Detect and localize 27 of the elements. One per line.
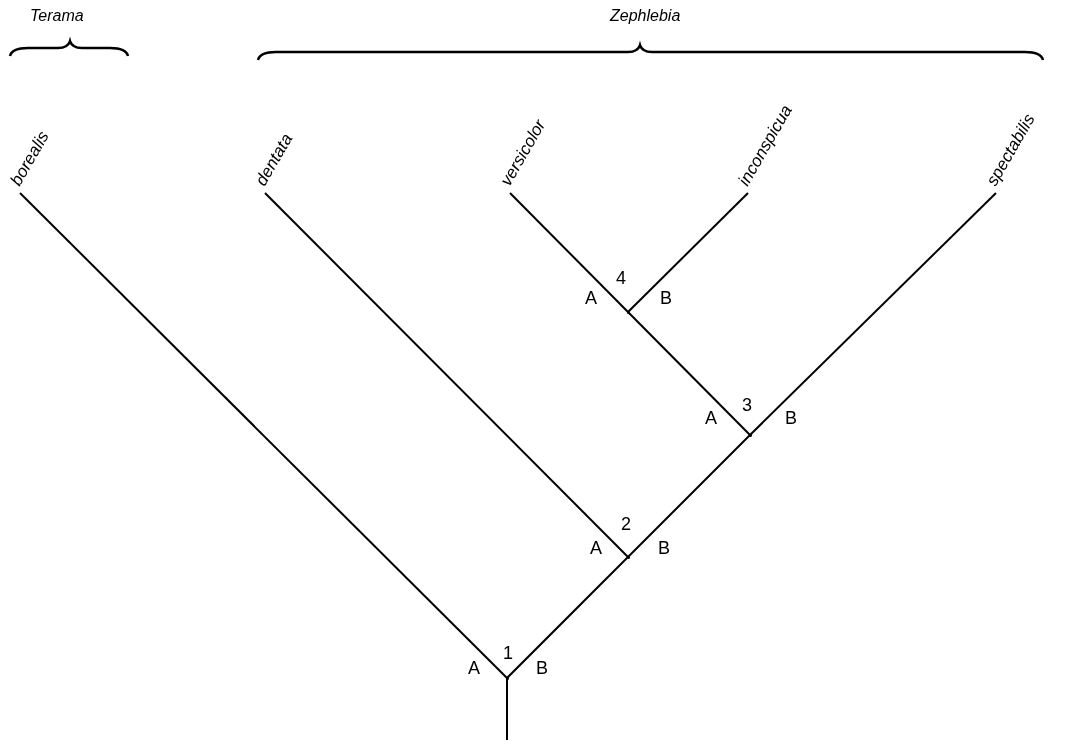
branch-line (509, 192, 629, 313)
branch-label: B (658, 538, 670, 558)
branch-point (748, 433, 752, 437)
branch-line (749, 192, 997, 436)
group-label: Terama (30, 6, 84, 26)
branch-point (505, 676, 509, 680)
branch-label: B (660, 288, 672, 308)
branch-label: A (585, 288, 597, 308)
branch-line (264, 192, 629, 558)
node-number: 1 (503, 643, 513, 663)
branch-label: A (590, 538, 602, 558)
node-number: 3 (742, 395, 752, 415)
branch-label: A (468, 658, 480, 678)
group-label: Zephlebia (610, 6, 681, 26)
branch-line (627, 434, 751, 558)
branch-point (626, 555, 630, 559)
branch-line (19, 192, 508, 679)
branch-line (627, 192, 749, 313)
branch-line (506, 556, 629, 679)
branch-line (506, 677, 508, 741)
branch-line (627, 311, 751, 436)
branch-label: B (536, 658, 548, 678)
node-number: 4 (616, 268, 626, 288)
branch-label: B (785, 408, 797, 428)
branch-point (626, 310, 630, 314)
branch-label: A (705, 408, 717, 428)
node-number: 2 (621, 514, 631, 534)
